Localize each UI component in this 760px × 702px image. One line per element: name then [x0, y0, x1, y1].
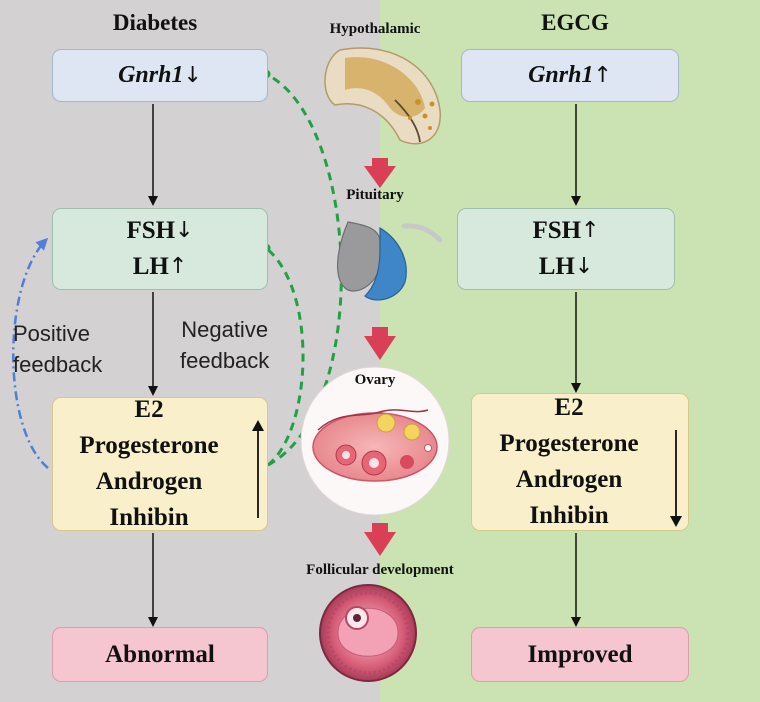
left-fsh-lh-box: FSH ↓ LH ↑: [52, 208, 268, 290]
negative-feedback-label: Negative feedback: [180, 314, 269, 376]
right-gnrh1-box: Gnrh1 ↑: [461, 49, 679, 102]
right-inhibin-label: Inhibin: [529, 502, 609, 529]
left-lh-trend-icon: ↑: [168, 254, 188, 279]
right-steroids-down-arrow-icon: [670, 430, 682, 527]
follicular-development-label: Follicular development: [306, 562, 454, 578]
left-gnrh1-label: Gnrh1: [118, 62, 184, 88]
pituitary-illustration: [337, 221, 443, 301]
right-e2-label: E2: [554, 394, 584, 421]
egcg-panel-background: [380, 0, 760, 702]
pituitary-label: Pituitary: [346, 187, 404, 203]
central-flow-arrow-3: [364, 523, 396, 556]
hypothalamus-illustration: [324, 47, 441, 145]
ovary-label: Ovary: [354, 372, 396, 388]
right-fsh-lh-box: FSH ↑ LH ↓: [457, 208, 675, 290]
right-lh-label: LH: [538, 253, 575, 280]
central-flow-arrow-2: [364, 327, 396, 360]
ovary-illustration: [300, 366, 450, 516]
left-lh-label: LH: [132, 253, 169, 280]
left-gnrh1-trend-icon: ↓: [183, 63, 202, 88]
positive-feedback-line-2: feedback: [13, 352, 103, 377]
right-androgen-label: Androgen: [515, 466, 623, 493]
negative-feedback-arrow-inner: [265, 246, 305, 467]
left-steroids-box: E2 Progesterone Androgen Inhibin: [52, 396, 268, 531]
egcg-title: EGCG: [541, 10, 609, 35]
right-lh-trend-icon: ↓: [574, 254, 594, 279]
left-progesterone-label: Progesterone: [79, 432, 219, 459]
right-progesterone-label: Progesterone: [499, 430, 639, 457]
right-gnrh1-label: Gnrh1: [528, 62, 594, 88]
left-fsh-label: FSH: [126, 217, 176, 244]
positive-feedback-arrow: [12, 237, 49, 469]
left-e2-label: E2: [134, 396, 164, 423]
left-steroids-up-arrow-icon: [252, 420, 264, 518]
central-flow-arrow-1: [364, 158, 396, 188]
right-gnrh1-trend-icon: ↑: [593, 63, 612, 88]
negative-feedback-line-1: Negative: [181, 317, 269, 342]
left-gnrh1-box: Gnrh1 ↓: [52, 49, 268, 102]
left-inhibin-label: Inhibin: [109, 504, 189, 531]
right-outcome-box: Improved: [471, 627, 689, 682]
diabetes-title: Diabetes: [112, 10, 198, 35]
positive-feedback-line-1: Positive: [13, 321, 91, 346]
positive-feedback-label: Positive feedback: [13, 318, 102, 380]
right-fsh-trend-icon: ↑: [581, 218, 600, 243]
left-androgen-label: Androgen: [95, 468, 203, 495]
negative-feedback-line-2: feedback: [180, 348, 270, 373]
right-outcome-label: Improved: [527, 640, 633, 668]
follicle-illustration: [319, 584, 417, 682]
hypothalamic-label: Hypothalamic: [329, 21, 421, 37]
diabetes-panel-background: [0, 0, 380, 702]
right-steroids-box: E2 Progesterone Androgen Inhibin: [471, 393, 689, 531]
left-fsh-trend-icon: ↓: [175, 218, 194, 243]
left-outcome-label: Abnormal: [105, 640, 215, 668]
left-outcome-box: Abnormal: [52, 627, 268, 682]
right-fsh-label: FSH: [532, 217, 582, 244]
